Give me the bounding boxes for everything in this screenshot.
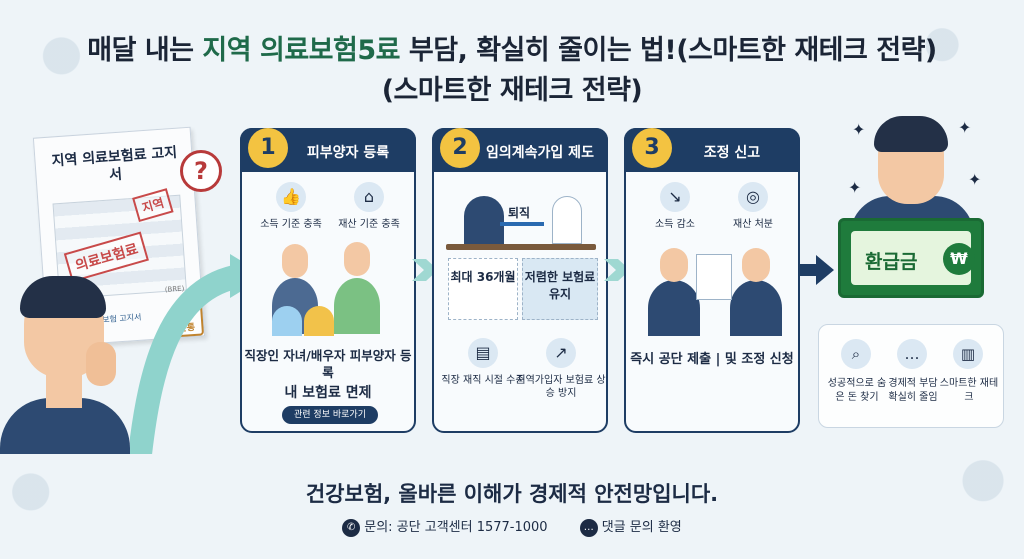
retiree-figure [464,196,504,244]
step-title-2: 임의계속가입 제도 [486,145,594,161]
contact-item[interactable]: ✆문의: 공단 고객센터 1577-1000 [342,516,548,537]
footer-contacts: ✆문의: 공단 고객센터 1577-1000 …댓글 문의 환영 [0,516,1024,537]
notice-title: 지역 의료보험료 고지서 [51,144,178,184]
worried-man-hair [20,276,106,318]
refund-label: 환급금 [865,251,918,273]
income-decrease-label: 소득 감소 [655,219,695,230]
income-criteria-label: 소득 기준 충족 [260,219,322,230]
phone-icon: ✆ [342,518,361,537]
premium-rise-label: 지역가입자 보험료 상승 방지 [516,375,606,399]
chevron-right-icon [412,259,438,281]
chart-icon: ▥ [953,339,983,369]
house-icon: ⌂ [354,182,384,212]
benefit-label-2: 경제적 부담 확실히 줄임 [888,378,938,403]
chart-up-icon: ↗ [546,338,576,368]
sparkle-icon: ✦ [852,120,866,139]
title-highlight: 지역 의료보험5료 [202,35,400,66]
refund-board-inner: 환급금 ₩ [851,231,975,285]
step-card-3: 3 조정 신고 ↘ 소득 감소 ◎ 재산 처분 즉시 공단 제출 | 및 조정 … [624,128,800,433]
asset-disposal-label: 재산 처분 [733,219,773,230]
chat-bubble-icon: … [579,518,598,537]
title-suffix: 부담, 확실히 줄이는 법!(스마트한 재테크 전략) [399,35,937,66]
timeline-bar [446,244,596,250]
step-card-2: 2 임의계속가입 제도 퇴직 최대 36개월 저렴한 보험료 유지 ▤ 직장 재… [432,128,608,433]
step-number-1: 1 [248,128,288,168]
workplace-level-label: 직장 재직 시절 수준 [441,375,525,386]
chat-icon: … [897,339,927,369]
arrow-right-icon [500,222,544,226]
chart-down-icon: ↘ [660,182,690,212]
page-title: 매달 내는 지역 의료보험5료 부담, 확실히 줄이는 법!(스마트한 재테크 … [0,28,1024,67]
step-number-3: 3 [632,128,672,168]
step-title-3: 조정 신고 [703,145,761,161]
search-icon: ⌕ [841,339,871,369]
sparkle-icon: ✦ [968,170,982,189]
benefits-panel: ⌕ 성공적으로 숨은 돈 찾기 … 경제적 부담 확실히 줄임 ▥ 스마트한 재… [818,324,1004,428]
benefit-label-3: 스마트한 재테크 [939,378,999,403]
worker-figure [552,196,582,244]
step-title-1: 피부양자 등록 [306,145,390,161]
page-subtitle: (스마트한 재테크 전략) [381,75,643,106]
worried-man-hand [86,342,116,386]
happy-man-hair [874,116,948,152]
step-3-main-text: 즉시 공단 제출 | 및 조정 신청 [630,352,794,367]
question-mark-icon: ? [180,150,222,192]
document-icon: ▤ [468,338,498,368]
step-1-main-text: 직장인 자녀/배우자 피부양자 등록 [244,348,412,380]
low-premium-box: 저렴한 보험료 유지 [522,258,598,320]
won-coin-icon: ₩ [943,243,975,275]
coins-icon: ◎ [738,182,768,212]
comment-text: 댓글 문의 환영 [601,520,682,535]
asset-criteria-label: 재산 기준 충족 [338,219,400,230]
benefit-label-1: 성공적으로 숨은 돈 찾기 [827,378,887,403]
step-card-1: 1 피부양자 등록 👍 소득 기준 충족 ⌂ 재산 기준 충족 직장인 자녀/배… [240,128,416,433]
step-1-emphasis: 내 보험료 면제 [284,385,372,401]
refund-board: 환급금 ₩ [838,218,984,298]
comment-item[interactable]: …댓글 문의 환영 [579,516,682,537]
thumbs-up-icon: 👍 [276,182,306,212]
retire-label: 퇴직 [508,206,531,220]
contact-text: 문의: 공단 고객센터 1577-1000 [364,520,548,535]
related-info-button[interactable]: 관련 정보 바로가기 [282,406,378,424]
footer-headline: 건강보험, 올바른 이해가 경제적 안전망입니다. [305,482,719,506]
sparkle-icon: ✦ [848,178,862,197]
chevron-right-icon [604,259,630,281]
title-prefix: 매달 내는 [87,35,203,66]
sparkle-icon: ✦ [958,118,972,137]
step-number-2: 2 [440,128,480,168]
chevron-right-icon [800,255,834,285]
max-period-box: 최대 36개월 [448,258,518,320]
